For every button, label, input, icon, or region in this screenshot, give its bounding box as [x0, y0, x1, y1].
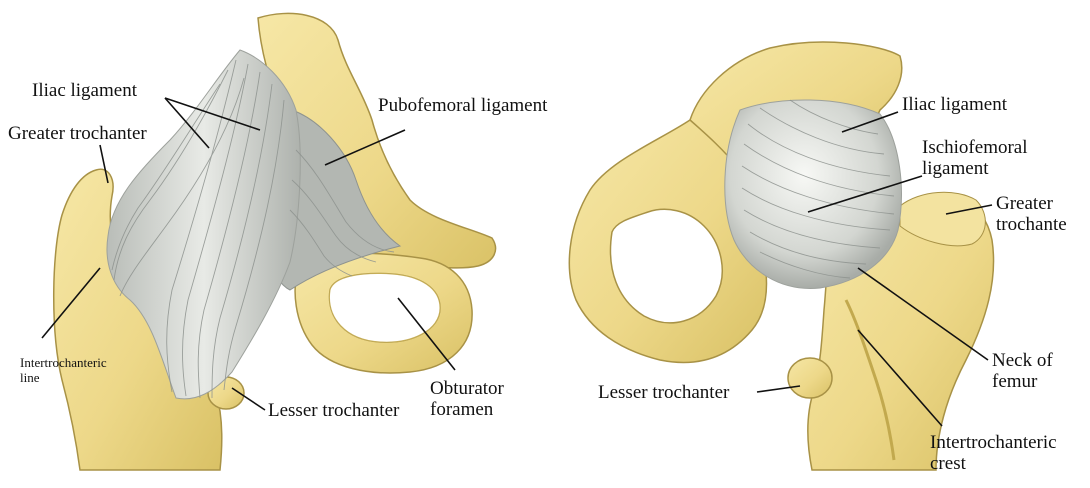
- label-iliac-ligament-right: Iliac ligament: [902, 94, 1007, 115]
- label-intertrochanteric-crest-2: crest: [930, 453, 1057, 474]
- label-greater-trochanter-right: Greater trochante: [996, 193, 1067, 235]
- label-ischiofemoral-ligament-1: Ischiofemoral: [922, 137, 1028, 158]
- label-intertrochanteric-crest-1: Intertrochanteric: [930, 432, 1057, 453]
- label-greater-trochanter-right-1: Greater: [996, 193, 1067, 214]
- label-greater-trochanter-left: Greater trochanter: [8, 123, 147, 144]
- label-neck-of-femur-1: Neck of: [992, 350, 1053, 371]
- label-neck-of-femur-2: femur: [992, 371, 1053, 392]
- label-intertrochanteric-crest: Intertrochanteric crest: [930, 432, 1057, 474]
- label-neck-of-femur: Neck of femur: [992, 350, 1053, 392]
- right-lesser-trochanter-bump: [788, 358, 832, 398]
- label-pubofemoral-ligament: Pubofemoral ligament: [378, 95, 547, 116]
- label-iliac-ligament-left: Iliac ligament: [32, 80, 137, 101]
- label-obturator-foramen-2: foramen: [430, 399, 504, 420]
- label-intertrochanteric-line-2: line: [20, 370, 107, 385]
- label-ischiofemoral-ligament: Ischiofemoral ligament: [922, 137, 1028, 179]
- label-intertrochanteric-line-1: Intertrochanteric: [20, 355, 107, 370]
- label-obturator-foramen-1: Obturator: [430, 378, 504, 399]
- label-lesser-trochanter-left: Lesser trochanter: [268, 400, 399, 421]
- label-ischiofemoral-ligament-2: ligament: [922, 158, 1028, 179]
- label-greater-trochanter-right-2: trochante: [996, 214, 1067, 235]
- label-intertrochanteric-line: Intertrochanteric line: [20, 355, 107, 385]
- label-obturator-foramen: Obturator foramen: [430, 378, 504, 420]
- label-lesser-trochanter-right: Lesser trochanter: [598, 382, 729, 403]
